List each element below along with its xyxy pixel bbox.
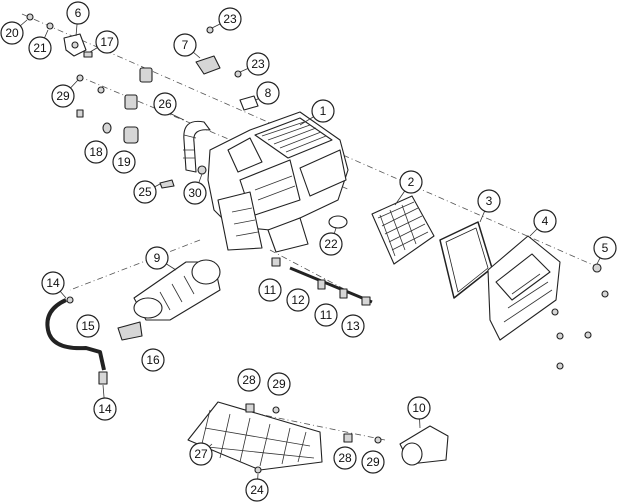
callout-1: 1 <box>311 99 335 123</box>
grommets-18-19 <box>102 122 139 144</box>
callout-17: 17 <box>95 30 119 54</box>
svg-text:20: 20 <box>5 26 19 40</box>
svg-text:3: 3 <box>486 194 493 208</box>
svg-text:15: 15 <box>81 319 95 333</box>
airbox-cover-4 <box>487 235 561 341</box>
callout-29a: 29 <box>51 84 75 108</box>
gasket-3 <box>439 221 493 299</box>
callout-22: 22 <box>319 232 343 256</box>
airbox-housing-1 <box>207 111 349 253</box>
clips-25-30 <box>159 165 207 189</box>
shaft-assembly-11-13 <box>271 257 373 306</box>
callout-18: 18 <box>84 140 108 164</box>
cover-screws-5 <box>551 263 609 370</box>
svg-text:23: 23 <box>251 57 265 71</box>
svg-text:25: 25 <box>138 185 152 199</box>
air-filter-2 <box>371 195 435 265</box>
intake-boot-9 <box>133 259 221 321</box>
grommets-upper <box>76 67 153 118</box>
intake-duct-27 <box>187 401 323 474</box>
svg-text:12: 12 <box>291 293 305 307</box>
callout-11b: 11 <box>314 303 338 327</box>
callout-27: 27 <box>189 442 213 466</box>
callout-2: 2 <box>399 170 423 194</box>
svg-text:9: 9 <box>154 251 161 265</box>
svg-text:21: 21 <box>33 41 47 55</box>
callout-5: 5 <box>593 236 617 260</box>
callout-29b: 29 <box>267 372 291 396</box>
callout-16: 16 <box>141 348 165 372</box>
svg-text:26: 26 <box>158 97 172 111</box>
callout-4: 4 <box>533 209 557 233</box>
svg-text:28: 28 <box>338 451 352 465</box>
callout-14a: 14 <box>41 271 65 295</box>
callout-9: 9 <box>145 246 169 270</box>
svg-text:14: 14 <box>98 402 112 416</box>
svg-text:22: 22 <box>324 237 338 251</box>
svg-text:1: 1 <box>320 104 327 118</box>
svg-text:23: 23 <box>223 12 237 26</box>
callout-30: 30 <box>183 181 207 205</box>
breather-hose-26 <box>183 120 211 173</box>
sensor-7 <box>195 26 259 111</box>
drain-tube-15 <box>45 296 108 385</box>
callout-15: 15 <box>76 314 100 338</box>
callout-7: 7 <box>173 33 197 57</box>
callout-23a: 23 <box>218 7 242 31</box>
callout-20: 20 <box>0 21 24 45</box>
callout-24: 24 <box>245 478 269 502</box>
callout-21: 21 <box>28 36 52 60</box>
callout-28b: 28 <box>333 446 357 470</box>
svg-text:8: 8 <box>265 86 272 100</box>
callout-14b: 14 <box>93 397 117 421</box>
svg-text:11: 11 <box>264 283 277 297</box>
svg-text:5: 5 <box>602 241 609 255</box>
assembly-axis-lines <box>21 13 601 441</box>
bracket-6 <box>63 33 93 58</box>
svg-text:17: 17 <box>100 35 114 49</box>
callout-29c: 29 <box>361 450 385 474</box>
callout-12: 12 <box>286 288 310 312</box>
svg-text:4: 4 <box>542 214 549 228</box>
callout-11a: 11 <box>258 278 282 302</box>
callout-19: 19 <box>112 150 136 174</box>
svg-text:11: 11 <box>320 308 333 322</box>
svg-text:18: 18 <box>89 145 103 159</box>
svg-text:27: 27 <box>194 447 208 461</box>
clip-16 <box>117 321 143 341</box>
svg-text:7: 7 <box>182 38 189 52</box>
svg-text:19: 19 <box>117 155 131 169</box>
screw-washer-20-21 <box>26 13 54 30</box>
svg-text:28: 28 <box>242 373 256 387</box>
screw-22 <box>328 215 348 229</box>
svg-text:13: 13 <box>346 319 360 333</box>
svg-text:29: 29 <box>56 89 70 103</box>
callout-10: 10 <box>407 396 431 420</box>
callout-26: 26 <box>153 92 177 116</box>
duct-hardware-28-29 <box>245 403 382 444</box>
svg-text:29: 29 <box>366 455 380 469</box>
svg-text:29: 29 <box>272 377 286 391</box>
svg-text:10: 10 <box>412 401 426 415</box>
callout-3: 3 <box>477 189 501 213</box>
inlet-10 <box>399 425 449 466</box>
callout-6: 6 <box>66 1 90 25</box>
callout-13: 13 <box>341 314 365 338</box>
callout-25: 25 <box>133 180 157 204</box>
svg-text:16: 16 <box>146 353 160 367</box>
callout-23b: 23 <box>246 52 270 76</box>
svg-text:24: 24 <box>250 483 264 497</box>
callout-8: 8 <box>256 81 280 105</box>
svg-text:14: 14 <box>46 276 60 290</box>
svg-text:30: 30 <box>188 186 202 200</box>
svg-text:2: 2 <box>408 175 415 189</box>
callout-28a: 28 <box>237 368 261 392</box>
svg-text:6: 6 <box>75 6 82 20</box>
